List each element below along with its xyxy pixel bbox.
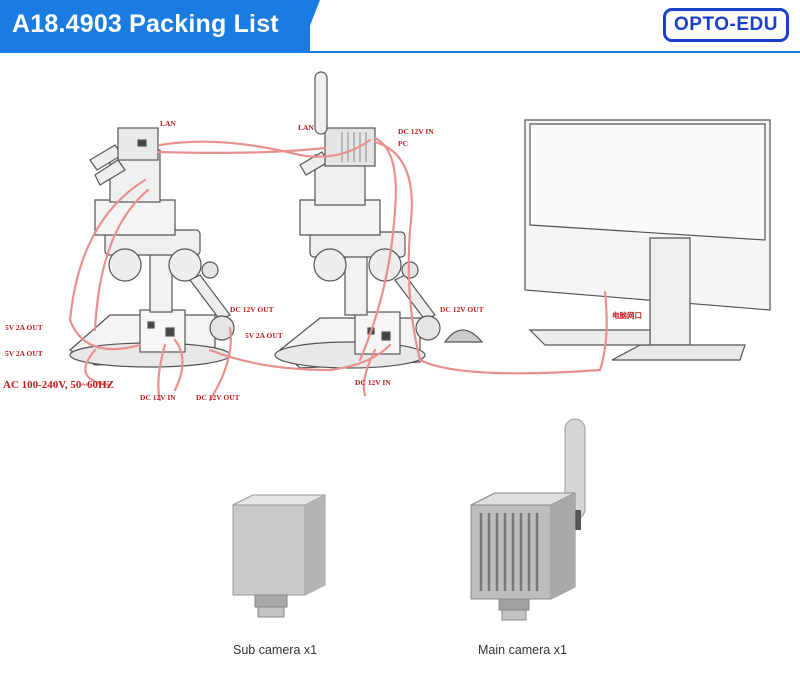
label-monitor-port: 电脑网口 <box>612 310 642 320</box>
label-dc12v-in-top: DC 12V IN <box>398 127 434 136</box>
header-underline <box>0 51 800 53</box>
label-dc12v-out-bottom: DC 12V OUT <box>196 393 240 402</box>
left-microscope <box>68 127 235 368</box>
label-dc12v-in-bottom-right: DC 12V IN <box>355 378 391 387</box>
brand-logo: OPTO-EDU <box>663 8 789 42</box>
header-banner <box>0 0 310 51</box>
brand-logo-text: OPTO-EDU <box>674 14 778 35</box>
label-5v2a-out-left-1: 5V 2A OUT <box>5 323 43 332</box>
label-lan-left: LAN <box>160 119 176 128</box>
label-lan-right: LAN <box>298 123 314 132</box>
label-ac-power: AC 100-240V, 50~60HZ <box>3 379 114 391</box>
connection-diagram: LAN LAN DC 12V IN PC DC 12V OUT DC 12V O… <box>3 71 771 402</box>
monitor <box>524 119 771 361</box>
cables <box>68 136 608 402</box>
right-microscope <box>274 71 484 369</box>
label-dc12v-out-right: DC 12V OUT <box>440 305 484 314</box>
sub-camera-caption: Sub camera x1 <box>233 643 318 657</box>
page-title: A18.4903 Packing List <box>12 10 279 38</box>
label-5v2a-out-left-2: 5V 2A OUT <box>5 349 43 358</box>
main-camera-caption: Main camera x1 <box>478 643 567 657</box>
sub-camera-image <box>232 494 326 618</box>
header-banner-slant <box>300 0 320 51</box>
label-pc: PC <box>398 139 408 148</box>
label-dc12v-out-left: DC 12V OUT <box>230 305 274 314</box>
diagram-labels: LAN LAN DC 12V IN PC DC 12V OUT DC 12V O… <box>3 119 642 402</box>
label-dc12v-in-bottom-left: DC 12V IN <box>140 393 176 402</box>
main-camera-image <box>470 418 586 621</box>
label-5v2a-out-right: 5V 2A OUT <box>245 331 283 340</box>
